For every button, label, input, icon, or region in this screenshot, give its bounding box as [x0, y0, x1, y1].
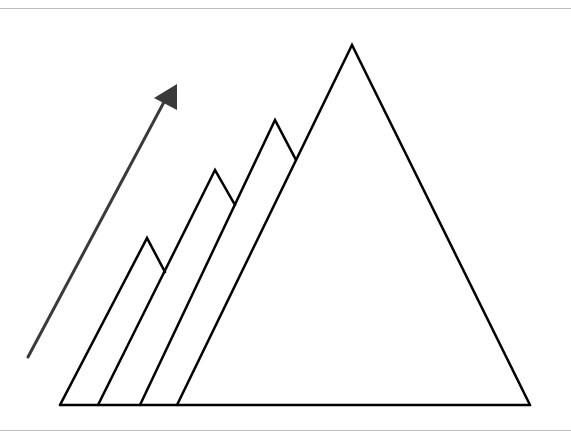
main-triangle: [177, 45, 530, 405]
arrow-head-icon: [154, 84, 177, 110]
arrow-shaft: [28, 102, 164, 357]
bottom-border-line: [0, 430, 571, 431]
peak-outline-1: [60, 238, 165, 405]
peak-outline-2: [98, 170, 235, 405]
peak-outline-3: [140, 120, 296, 405]
direction-arrow: [28, 84, 177, 357]
